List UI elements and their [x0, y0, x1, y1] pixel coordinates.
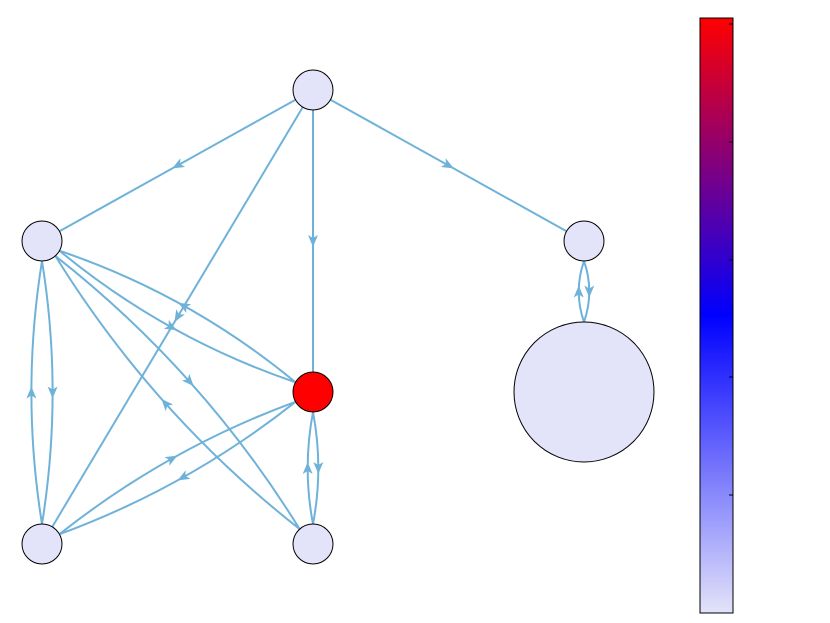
arrowhead-left-mid-to-hub — [163, 320, 177, 331]
arrowhead-top-to-hub — [308, 235, 318, 247]
nodes — [21, 69, 655, 565]
colorbar-frame — [699, 17, 734, 614]
colorbar-gradient — [700, 18, 733, 613]
edge-hub-to-bottom-left — [59, 401, 297, 536]
arrowhead-bottom-left-to-left-mid — [26, 386, 37, 399]
node-hub — [292, 371, 334, 413]
arrowhead-hub-to-left-mid — [178, 302, 192, 313]
arrowhead-hub-to-bottom-right — [313, 462, 324, 474]
colorbar — [699, 17, 734, 614]
node-big — [513, 321, 655, 463]
colorbar-ticks — [729, 23, 733, 496]
node-left-mid — [21, 220, 63, 262]
arrowhead-top-to-right-mid — [440, 158, 454, 169]
node-bottom-right — [292, 523, 334, 565]
arrowhead-left-mid-to-bottom-left — [47, 386, 58, 399]
arrowhead-hub-to-bottom-left — [177, 470, 191, 481]
node-bottom-left — [21, 523, 63, 565]
edges — [26, 98, 595, 536]
arrowhead-top-to-bottom-left — [174, 309, 185, 323]
arrowhead-top-to-left-mid — [172, 158, 186, 169]
arrowhead-right-mid-to-big — [584, 285, 595, 298]
arrowhead-big-to-right-mid — [573, 285, 584, 298]
node-right-mid — [563, 220, 605, 262]
arrowhead-bottom-right-to-hub — [302, 462, 313, 474]
edge-bottom-left-to-hub — [58, 400, 296, 535]
arrowhead-bottom-right-to-left-mid — [161, 398, 174, 412]
node-top — [292, 69, 334, 111]
arrowhead-bottom-left-to-hub — [164, 455, 178, 466]
edge-bottom-right-to-left-mid — [54, 255, 301, 530]
edge-left-mid-to-bottom-right — [54, 255, 301, 530]
arrowhead-left-mid-to-bottom-right — [181, 373, 194, 387]
